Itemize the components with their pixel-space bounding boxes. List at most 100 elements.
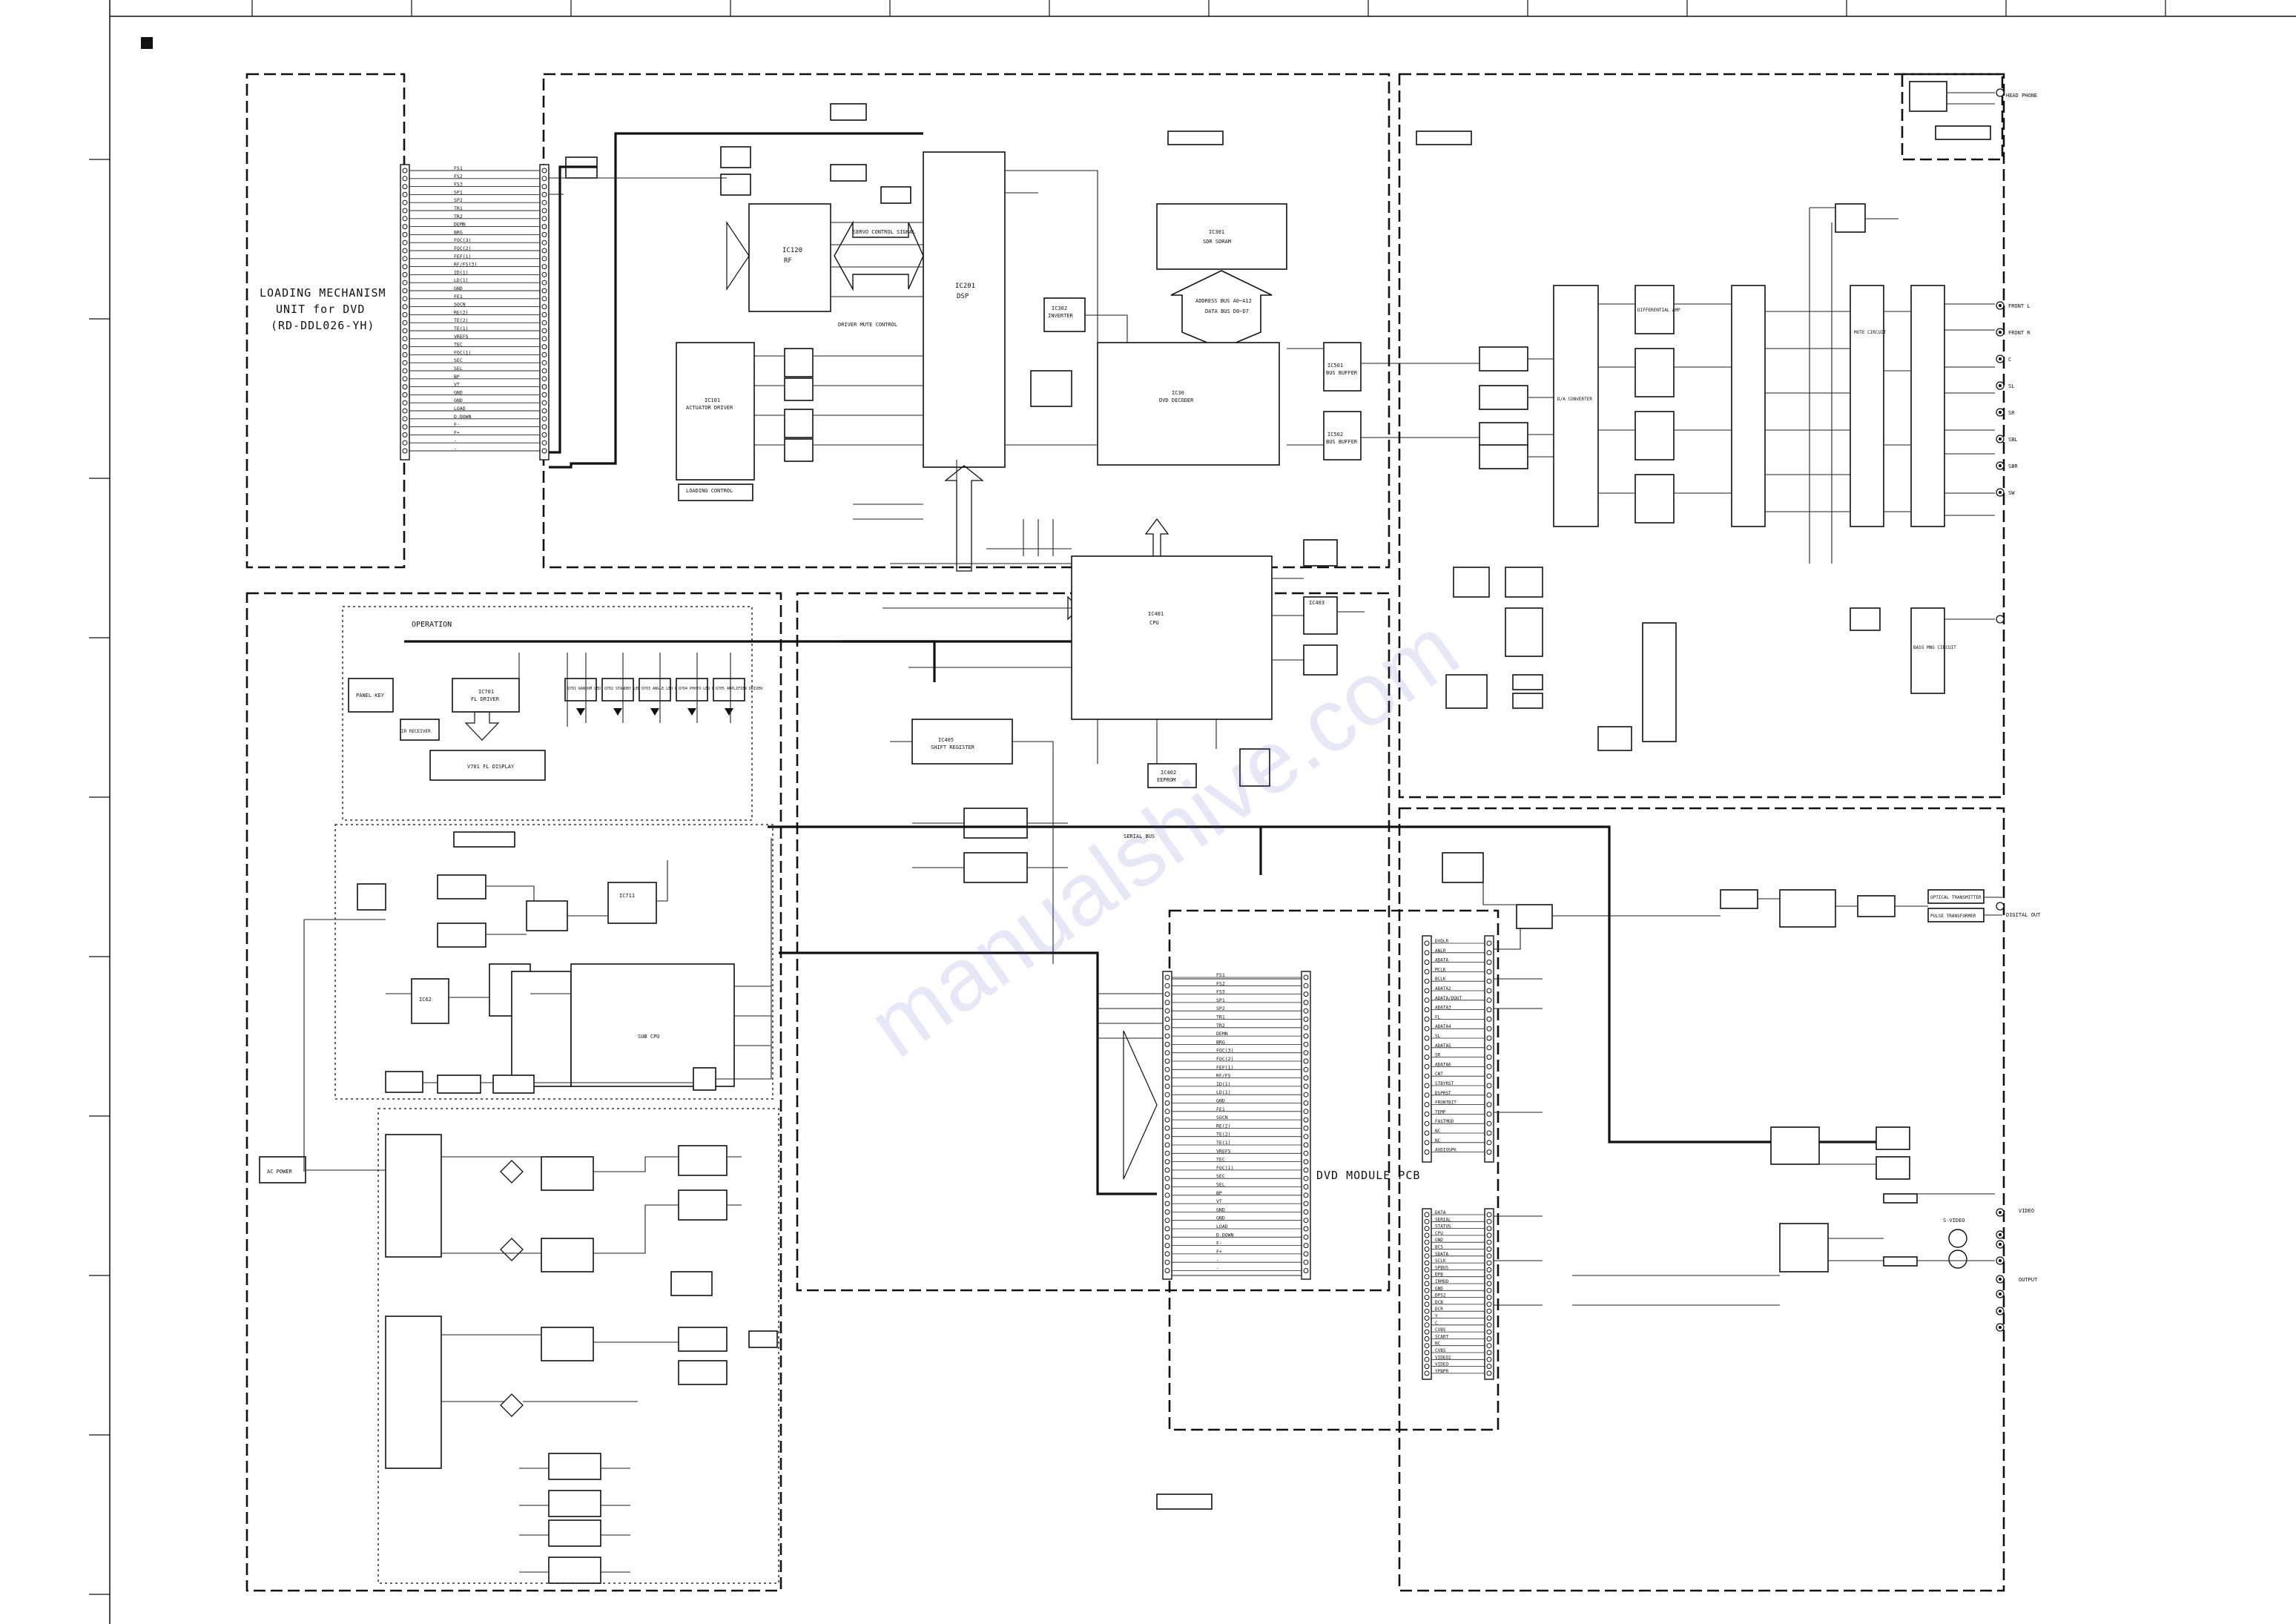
cpu-name: CPU: [1149, 620, 1159, 626]
sub-cpu-section: IC711 IC62 SUB CPU: [357, 874, 735, 1094]
inverter-ic: [1043, 297, 1086, 332]
mech-pin-label: ID(1): [454, 269, 469, 275]
mech-pin-label: FOC(3): [454, 237, 471, 243]
module-pin-label: DEMN: [1216, 1031, 1228, 1037]
digital-pin-label: DVDLR: [1435, 939, 1448, 944]
video-pin-label: NC: [1435, 1341, 1441, 1347]
digital-pin-label: SL: [1435, 1034, 1441, 1039]
digital-pin-label: FRONTBIT: [1435, 1100, 1457, 1106]
module-pin-label: FS3: [1216, 989, 1225, 995]
eeprom: [1147, 763, 1197, 788]
dec-name: DVD DECODER: [1159, 397, 1194, 403]
module-pin-label: F-: [1216, 1241, 1222, 1247]
digital-video-section: OPTICAL TRANSMITTER PULSE TRANSFORMER DI…: [1442, 88, 2041, 1332]
shift-ref: IC405: [938, 737, 954, 743]
module-pin-label: VT: [1216, 1198, 1222, 1204]
headphone-label: HEAD PHONE: [2006, 93, 2037, 99]
data-bus: DATA BUS D0~D7: [1205, 308, 1249, 314]
video-pin-label: SCART: [1435, 1334, 1448, 1339]
bb1-ref: IC501: [1327, 363, 1343, 369]
video-pin-label: STATUS: [1435, 1224, 1451, 1229]
shift-register: [911, 719, 1013, 765]
output-jack-label: C: [2008, 357, 2011, 363]
sdram-name: SDR SDRAM: [1203, 239, 1231, 245]
led-driver-label: Q702 STANDBY LED DRIVER: [604, 687, 656, 691]
bb1-name: BUS BUFFER: [1326, 370, 1358, 376]
mech-pin-label: GND: [454, 389, 463, 395]
module-pin-label: FEF(1): [1216, 1064, 1233, 1070]
dsp-ic: [923, 151, 1006, 468]
module-pin-label: TEC: [1216, 1157, 1225, 1163]
optical-label: OPTICAL TRANSMITTER: [1930, 895, 1982, 900]
mech-pin-label: F-: [454, 422, 460, 428]
cpu-ic: [1071, 555, 1273, 720]
output-jack-label: FRONT L: [2008, 303, 2031, 309]
loading-ctrl: LOADING CONTROL: [686, 488, 733, 494]
mech-pin-label: TEC: [454, 342, 463, 348]
mech-pin-label: SOCN: [454, 302, 466, 308]
dvd-module-label: DVD MODULE PCB: [1316, 1169, 1420, 1182]
module-pin-label: D.DOWN: [1216, 1232, 1234, 1238]
mech-title: LOADING MECHANISM: [260, 286, 386, 300]
ac-power-label: AC POWER: [267, 1169, 293, 1175]
mech-pin-label: GND: [454, 397, 463, 403]
led-driver: [676, 678, 708, 702]
optical-tx: [1927, 889, 1985, 904]
driver-mute: DRIVER MUTE CONTROL: [838, 322, 897, 328]
fl-display-label: V701 FL DISPLAY: [467, 764, 515, 770]
video-pin-label: BCS: [1435, 1245, 1443, 1250]
video-pin-label: CVBS: [1435, 1327, 1446, 1333]
mech-pin-label: -: [454, 438, 457, 443]
operation-label: OPERATION: [412, 621, 452, 629]
diff-amp-label: DIFFERENTIAL AMP: [1637, 308, 1680, 313]
video-pin-label: YPBPR: [1435, 1369, 1448, 1374]
mech-pin-label: BP: [454, 374, 460, 380]
video-pin-label: SERIAL: [1435, 1217, 1451, 1222]
module-pin-label: SEL: [1216, 1182, 1225, 1188]
actuator-driver: [676, 342, 755, 481]
module-pin-label: SEC: [1216, 1173, 1225, 1179]
reset-ref: IC403: [1309, 600, 1325, 606]
note-box: [1156, 1493, 1213, 1510]
video-pin-label: SPBUS: [1435, 1265, 1448, 1270]
sub-cpu-label: SUB CPU: [638, 1034, 660, 1040]
digital-pin-label: ADATA6: [1435, 1062, 1451, 1067]
act-ref: IC101: [705, 397, 720, 403]
video-pin-label: DATA: [1435, 1210, 1446, 1215]
buf3-ref: IC711: [619, 893, 635, 899]
module-pin-label: BRG: [1216, 1039, 1225, 1045]
module-pin-label: FS2: [1216, 980, 1225, 986]
bass-mng: [1910, 607, 1945, 694]
module-pin-label: TE(2): [1216, 1132, 1231, 1138]
led-driver-label: Q705 AMPLIFIER DRIVER: [716, 687, 763, 691]
mech-pin-label: FE1: [454, 294, 463, 300]
power-supply: AC POWER: [259, 1134, 778, 1584]
loading-mechanism: LOADING MECHANISM UNIT for DVD (RD-DDL02…: [260, 164, 550, 461]
bb2-ref: IC502: [1327, 432, 1343, 438]
panel-key-label: PANEL KEY: [356, 693, 385, 699]
module-pin-label: GND: [1216, 1098, 1225, 1104]
fl-ref: IC701: [478, 689, 494, 695]
sdram-ic: [1156, 203, 1287, 270]
mech-pin-label: GND: [454, 285, 463, 291]
mech-pin-label: -: [454, 446, 457, 452]
digital-pin-label: SR: [1435, 1053, 1441, 1058]
mech-pin-label: FS2: [454, 174, 463, 179]
video-pin-label: SDATA: [1435, 1252, 1448, 1257]
output-jack-label: SR: [2008, 410, 2015, 416]
led-driver: [601, 678, 634, 702]
digital-pin-label: ANLR: [1435, 948, 1446, 954]
output-jack-label: SBL: [2008, 437, 2018, 443]
digital-pin-label: DSPRST: [1435, 1091, 1451, 1096]
led-driver-label: Q701 RANDOM LED DRIVER: [567, 687, 617, 691]
mech-pin-label: SEL: [454, 366, 463, 372]
output-jack-label: SL: [2008, 383, 2014, 389]
mech-pin-label: DEMN: [454, 222, 466, 228]
decoder-ic: [1097, 342, 1280, 466]
output-label: OUTPUT: [2019, 1277, 2038, 1283]
panel-key: [348, 678, 394, 713]
digital-pin-label: TEMP: [1435, 1109, 1446, 1115]
mech-pin-label: RF/FS(3): [454, 262, 477, 268]
bus-buffer-2: [1323, 411, 1362, 461]
